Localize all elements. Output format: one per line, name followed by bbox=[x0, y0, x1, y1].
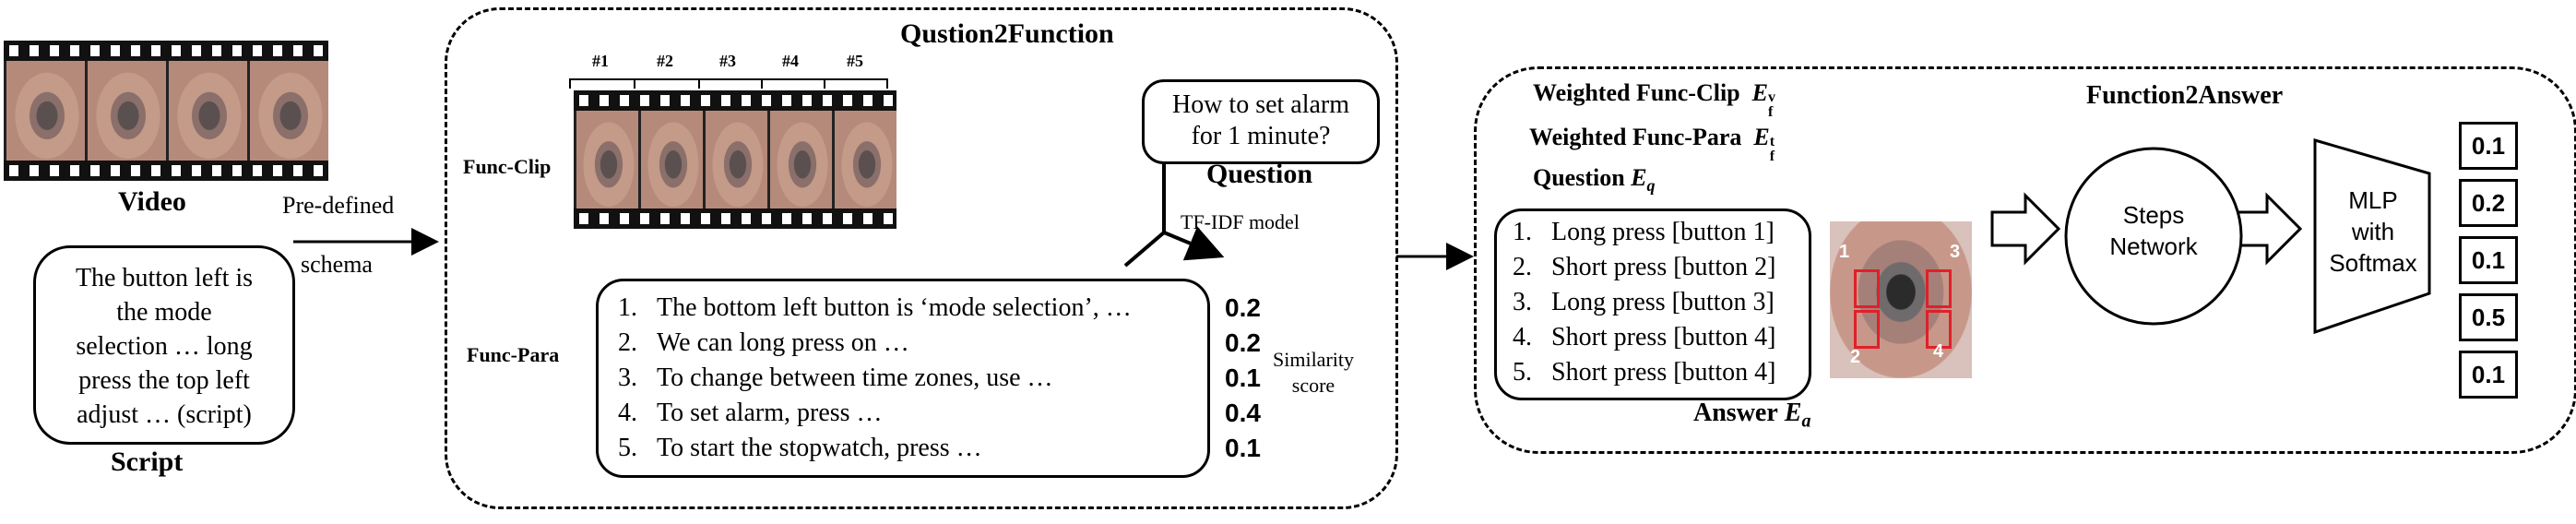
answer-item-5: 5. Short press [button 4] bbox=[1513, 358, 1776, 387]
schema-label: schema bbox=[301, 251, 373, 278]
f2a-container bbox=[1474, 66, 2576, 454]
score-2: 0.2 bbox=[1225, 328, 1261, 357]
para-item-3: 3. To change between time zones, use … bbox=[618, 363, 1053, 392]
answer-item-2: 2. Short press [button 2] bbox=[1513, 253, 1776, 281]
script-label: Script bbox=[111, 447, 184, 477]
clip-number-4: #4 bbox=[782, 52, 799, 70]
script-line: the mode bbox=[116, 298, 212, 327]
question-box: How to set alarm for 1 minute? bbox=[1142, 79, 1380, 164]
output-value-5: 0.1 bbox=[2459, 351, 2518, 399]
script-line: press the top left bbox=[78, 366, 250, 395]
watch-button-box-4 bbox=[1926, 310, 1952, 349]
watch-button-box-2 bbox=[1854, 310, 1880, 349]
func-para-box bbox=[596, 279, 1210, 478]
watch-button-box-1 bbox=[1854, 269, 1880, 308]
steps-network-label: Steps Network bbox=[2109, 201, 2198, 260]
tfidf-right-branch bbox=[1163, 226, 1225, 261]
clip-brackets bbox=[569, 78, 888, 89]
clip-number-5: #5 bbox=[847, 52, 863, 70]
score-5: 0.1 bbox=[1225, 434, 1261, 462]
para-item-5: 5. To start the stopwatch, press … bbox=[618, 434, 982, 462]
answer-item-4: 4. Short press [button 4] bbox=[1513, 323, 1776, 351]
para-item-2: 2. We can long press on … bbox=[618, 328, 909, 357]
steps-network-circle bbox=[2064, 147, 2243, 326]
score-1: 0.2 bbox=[1225, 293, 1261, 322]
script-text: The button left is the mode selection … … bbox=[36, 261, 292, 432]
para-item-1: 1. The bottom left button is ‘mode selec… bbox=[618, 293, 1132, 322]
script-line: adjust … (script) bbox=[77, 400, 252, 429]
hollow-arrow-1 bbox=[1990, 192, 2061, 266]
score-4: 0.4 bbox=[1225, 399, 1261, 427]
tfidf-left-branch bbox=[1123, 231, 1166, 268]
question-eq-label: Question Eq bbox=[1533, 164, 1656, 196]
script-line: selection … long bbox=[76, 332, 253, 361]
clip-number-1: #1 bbox=[592, 52, 609, 70]
score-3: 0.1 bbox=[1225, 363, 1261, 392]
mlp-trapezoid bbox=[2313, 138, 2431, 335]
answer-box bbox=[1494, 208, 1811, 400]
q2f-container bbox=[445, 7, 1398, 509]
tfidf-label: TF-IDF model bbox=[1181, 210, 1300, 233]
q2f-title: Qustion2Function bbox=[900, 18, 1114, 49]
output-value-1: 0.1 bbox=[2459, 122, 2518, 170]
output-value-3: 0.1 bbox=[2459, 236, 2518, 284]
answer-item-3: 3. Long press [button 3] bbox=[1513, 288, 1775, 316]
watch-number-3: 3 bbox=[1950, 242, 1961, 262]
script-box: The button left is the mode selection … … bbox=[33, 245, 295, 445]
mlp-label: MLP with Softmax bbox=[2329, 186, 2417, 277]
similarity-score-label: Similarity score bbox=[1273, 348, 1354, 397]
video-label: Video bbox=[118, 186, 186, 217]
question-line: for 1 minute? bbox=[1191, 122, 1331, 150]
para-item-4: 4. To set alarm, press … bbox=[618, 399, 883, 427]
func-clip-label: Func-Clip bbox=[463, 155, 552, 178]
output-value-2: 0.2 bbox=[2459, 179, 2518, 227]
output-value-4: 0.5 bbox=[2459, 293, 2518, 341]
video-filmstrip bbox=[4, 41, 328, 181]
question-label: Question bbox=[1206, 159, 1313, 189]
watch-button-box-3 bbox=[1926, 269, 1952, 308]
clip-number-3: #3 bbox=[719, 52, 736, 70]
answer-item-1: 1. Long press [button 1] bbox=[1513, 218, 1775, 246]
predefined-label: Pre-defined bbox=[282, 192, 395, 219]
func-para-label: Func-Para bbox=[467, 343, 560, 366]
watch-number-4: 4 bbox=[1933, 341, 1944, 362]
watch-number-2: 2 bbox=[1850, 347, 1861, 367]
question-line: How to set alarm bbox=[1171, 90, 1350, 119]
f2a-title: Function2Answer bbox=[2086, 81, 2284, 110]
answer-ea-label: Answer Ea bbox=[1693, 399, 1811, 432]
watch-number-1: 1 bbox=[1839, 242, 1850, 262]
func-clip-filmstrip bbox=[574, 90, 896, 229]
clip-number-2: #2 bbox=[657, 52, 673, 70]
watch-image: 1 3 2 4 bbox=[1830, 221, 1972, 378]
script-line: The button left is bbox=[75, 264, 254, 292]
